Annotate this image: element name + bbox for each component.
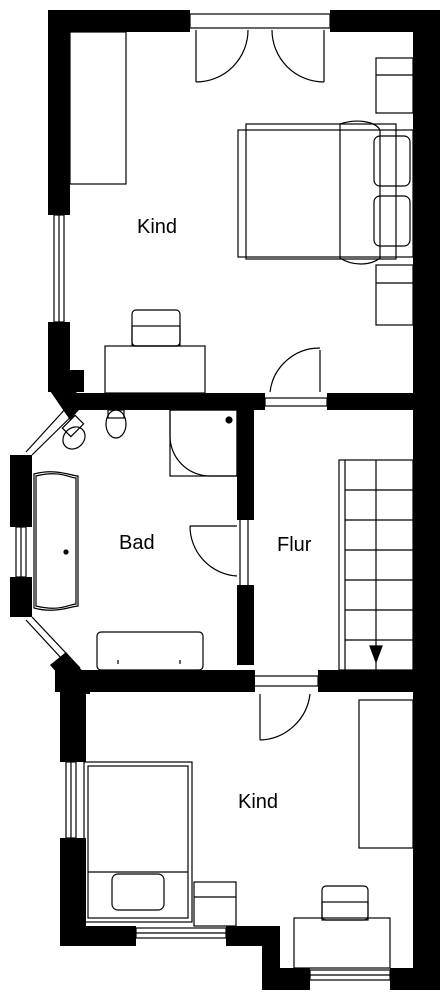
vanity [96,631,204,671]
nightstand [375,264,414,326]
wardrobe [69,31,127,185]
room-label-flur: Flur [277,534,312,556]
doors [189,13,331,741]
stairs [338,459,414,671]
room-label-top-kind: Kind [137,216,177,238]
toilet [105,409,127,439]
bathtub [33,471,79,611]
desk [104,345,206,394]
bath-fixtures [33,409,238,671]
bottom-kind-furniture [83,699,414,969]
chair [131,309,181,347]
desk [293,917,391,969]
room-label-bottom-kind: Kind [238,791,278,813]
bed [237,120,414,265]
nightstand [193,881,237,927]
toilet [61,414,86,450]
wardrobe [358,699,414,849]
nightstand [375,57,414,114]
windows [15,214,391,981]
top-kind-furniture [69,31,414,394]
chair [321,885,369,921]
stairs-direction-arrow [369,645,383,664]
shower [169,409,238,477]
bed [83,761,193,923]
room-label-bad: Bad [119,532,155,554]
walls [10,10,440,990]
